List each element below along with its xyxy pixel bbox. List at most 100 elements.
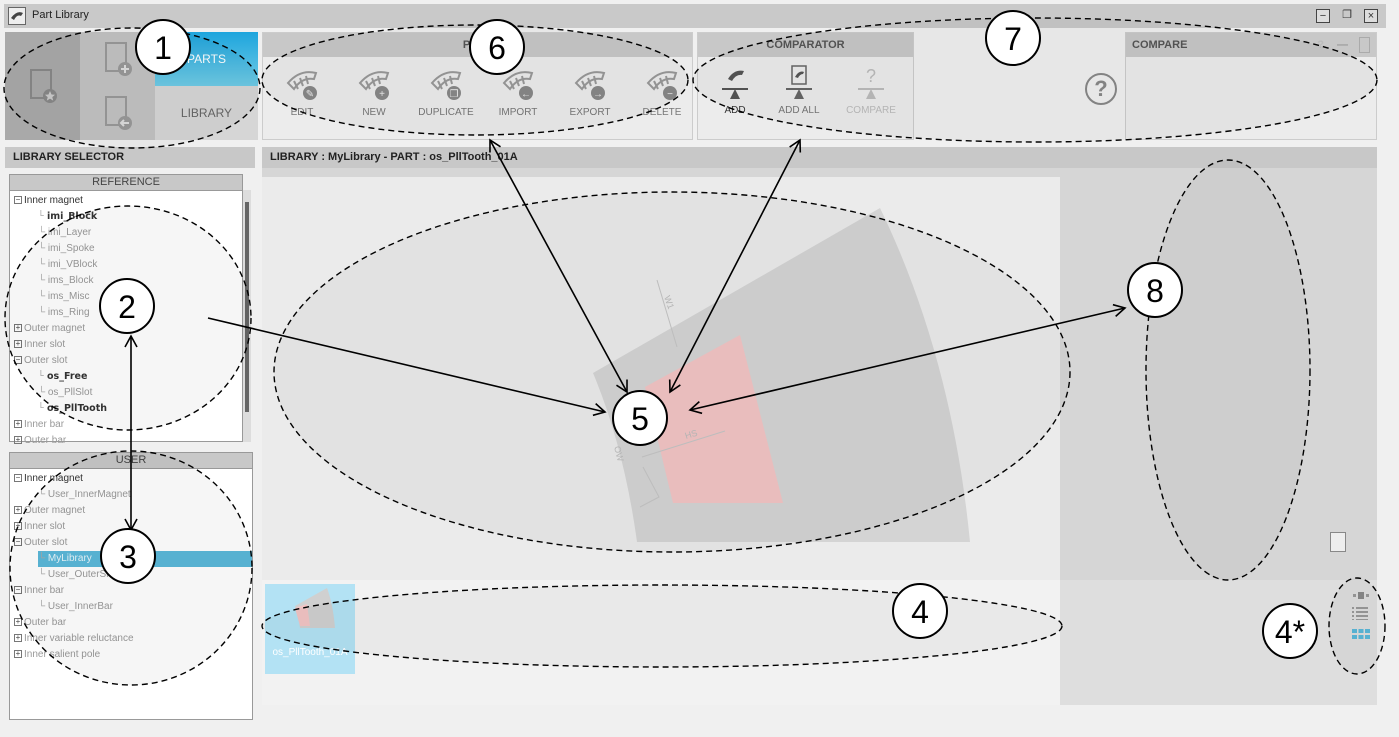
tree-node-label: Inner bar <box>24 419 65 430</box>
part-button-label: EDIT <box>290 107 314 118</box>
tree-node[interactable]: └ ims_Ring <box>38 307 90 318</box>
tree-node[interactable]: −Outer slot <box>14 535 67 551</box>
svg-text:✎: ✎ <box>306 89 314 100</box>
tree-node-label: Outer slot <box>24 537 68 548</box>
tree-node-label: Outer bar <box>24 617 67 628</box>
collapse-icon[interactable]: − <box>14 537 22 547</box>
tree-node[interactable]: −Inner bar <box>14 583 64 599</box>
tree-node-label: imi_VBlock <box>47 259 98 270</box>
tree-node[interactable]: +Inner slot <box>14 519 65 535</box>
collapse-icon[interactable]: − <box>14 473 22 483</box>
tree-node-label: User_InnerMagnet <box>47 489 131 500</box>
book-plus-icon <box>104 42 132 76</box>
tree-node-label: os_PllSlot <box>47 387 93 398</box>
tree-node[interactable]: └ os_Free <box>38 371 88 382</box>
collapse-icon[interactable]: − <box>14 195 22 205</box>
part-import-button[interactable]: ←IMPORT <box>487 67 549 118</box>
tree-node[interactable]: +Inner variable reluctance <box>14 631 134 647</box>
svg-text:→: → <box>593 89 603 100</box>
reference-header: REFERENCE <box>10 175 242 191</box>
grid-view-icon[interactable] <box>1352 629 1370 641</box>
tree-node-label: Outer magnet <box>24 505 86 516</box>
tree-node-label: Outer bar <box>24 435 67 446</box>
tree-node[interactable]: └ User_InnerBar <box>38 601 113 612</box>
tree-node-label: ims_Ring <box>47 307 90 318</box>
tree-node[interactable]: └ User_OuterSlot <box>38 569 117 580</box>
compare-label: COMPARE <box>846 105 896 116</box>
expand-icon[interactable]: + <box>14 323 22 333</box>
compare-panel: COMPARE ? — <box>1125 32 1377 140</box>
part-new-button[interactable]: +NEW <box>343 67 405 118</box>
expand-icon[interactable]: + <box>14 339 22 349</box>
part-arrow-left-icon: ← <box>502 71 534 100</box>
expand-icon[interactable]: + <box>14 521 22 531</box>
tree-node[interactable]: +Inner slot <box>14 337 65 353</box>
import-library-tile[interactable] <box>80 86 155 140</box>
expand-icon[interactable]: + <box>14 633 22 643</box>
favorite-library-tile[interactable] <box>5 32 80 140</box>
part-export-button[interactable]: →EXPORT <box>559 67 621 118</box>
collapse-icon[interactable]: − <box>14 355 22 365</box>
part-edit-button[interactable]: ✎ EDIT <box>271 67 333 118</box>
app-icon <box>8 7 26 25</box>
comparator-add-button[interactable]: ADD <box>704 65 766 116</box>
tree-node[interactable]: +Outer magnet <box>14 503 85 519</box>
reference-scrollbar[interactable] <box>243 190 251 442</box>
collapse-icon[interactable]: − <box>14 585 22 595</box>
tree-node[interactable]: +Outer bar <box>14 433 66 449</box>
part-arrow-right-icon: → <box>574 71 606 100</box>
tree-node[interactable]: −Inner magnet <box>14 193 83 209</box>
tree-node[interactable]: └ os_PllSlot <box>38 387 93 398</box>
tree-node-label: imi_Block <box>47 211 98 222</box>
tree-node-label: MyLibrary <box>47 553 92 564</box>
scrollbar-thumb[interactable] <box>245 202 249 412</box>
tree-node[interactable]: +Inner bar <box>14 417 64 433</box>
expand-icon[interactable]: + <box>14 649 22 659</box>
thumbnail-preview <box>295 588 335 628</box>
comparator-add-all-button[interactable]: ADD ALL <box>768 65 830 116</box>
comparator-compare-button[interactable]: ? COMPARE <box>840 65 902 116</box>
list-view-icon[interactable] <box>1352 607 1368 620</box>
expand-icon[interactable]: + <box>14 617 22 627</box>
tree-node[interactable]: −Outer slot <box>14 353 67 369</box>
compare-help-icon[interactable]: ? <box>1317 39 1324 51</box>
minimize-button[interactable]: − <box>1316 9 1330 23</box>
compare-collapse-icon[interactable]: — <box>1337 39 1348 51</box>
part-drawing: W1 HS OW <box>593 208 970 542</box>
document-icon[interactable] <box>1330 532 1346 552</box>
expand-icon[interactable]: + <box>14 435 22 445</box>
expand-icon[interactable]: + <box>14 505 22 515</box>
tree-node[interactable]: └ imi_VBlock <box>38 259 98 270</box>
tree-node[interactable]: +Inner salient pole <box>14 647 100 663</box>
library-selector-header: LIBRARY SELECTOR <box>5 147 255 168</box>
thumbnail-os-plltooth-01a[interactable]: os_PllTooth_01A <box>265 584 355 674</box>
comparator-header: COMPARATOR <box>698 33 913 57</box>
tree-node[interactable]: └ MyLibrary <box>38 551 252 567</box>
tree-node[interactable]: +Outer magnet <box>14 321 85 337</box>
restore-button[interactable]: ❐ <box>1342 9 1352 21</box>
tree-node[interactable]: +Outer bar <box>14 615 66 631</box>
trash-icon[interactable] <box>1359 37 1370 53</box>
add-label: ADD <box>724 105 746 116</box>
parts-tile[interactable]: PARTS <box>155 32 258 86</box>
tree-node[interactable]: └ imi_Block <box>38 211 98 222</box>
compare-header: COMPARE ? — <box>1126 33 1376 57</box>
tree-node[interactable]: └ os_PllTooth <box>38 403 108 414</box>
tree-node-label: os_PllTooth <box>47 403 108 414</box>
help-icon[interactable]: ? <box>1085 73 1117 105</box>
part-duplicate-button[interactable]: ❐DUPLICATE <box>415 67 477 118</box>
close-button[interactable]: × <box>1364 9 1378 23</box>
carousel-view-icon[interactable] <box>1353 591 1369 599</box>
tree-node[interactable]: └ imi_Spoke <box>38 243 95 254</box>
tree-node[interactable]: └ ims_Block <box>38 275 94 286</box>
part-button-label: NEW <box>362 107 386 118</box>
tree-node[interactable]: └ User_InnerMagnet <box>38 489 131 500</box>
tree-node[interactable]: └ imi_Layer <box>38 227 92 238</box>
add-library-tile[interactable] <box>80 32 155 86</box>
expand-icon[interactable]: + <box>14 419 22 429</box>
scale-question-icon: ? <box>858 66 884 99</box>
tree-node[interactable]: −Inner magnet <box>14 471 83 487</box>
tree-node[interactable]: └ ims_Misc <box>38 291 90 302</box>
part-delete-button[interactable]: −DELETE <box>631 67 693 118</box>
library-tile[interactable]: LIBRARY <box>155 86 258 140</box>
